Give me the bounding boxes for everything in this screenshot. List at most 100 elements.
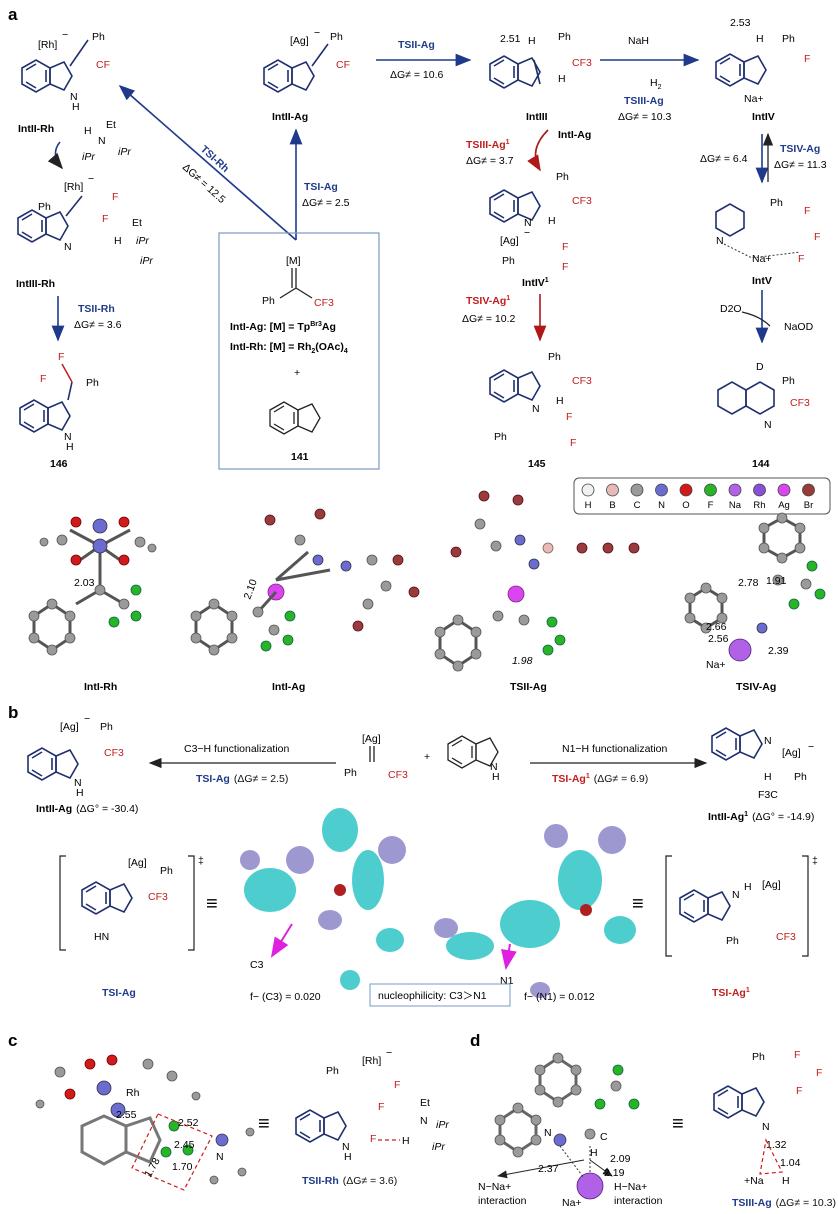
ts-name: TSII-Ag [398,39,435,51]
ipr-text: iPr [432,1141,445,1153]
panel-label-b: b [8,703,18,722]
f-text: F [814,231,820,243]
ipr-text: iPr [140,255,153,267]
cf3-text: CF3 [572,375,592,387]
distance: 1.04 [780,1157,801,1169]
ag-metal-text: [Ag] [290,35,309,47]
ts-dg: ΔG≠ = 11.3 [774,159,827,171]
distance: 2.09 [610,1153,631,1165]
ag-metal-text: [Ag] [362,733,381,745]
structure-intIV1: Ph CF3 H N [Ag] − Ph F F IntIV1 [489,171,592,289]
ph-text: Ph [558,31,571,43]
model-tsiii-ag: C N H 2.09 2.37 2.19 Na+ N−Na+ interacti… [478,1052,663,1209]
n-text: N [764,735,772,747]
ph-text: Ph [100,721,113,733]
legend-swatch-n [655,483,668,497]
h-text: H [556,395,564,407]
legend-swatch-c [630,483,644,497]
et-text: Et [106,119,116,131]
n-text: N [532,403,540,415]
n-text: N [64,431,72,443]
ipr-text: iPr [82,151,95,163]
panel-label-c: c [8,1031,17,1050]
label-144: 144 [752,458,770,470]
equiv-symbol: ≡ [632,893,644,915]
ph-text: Ph [92,31,105,43]
fukui-n1: f− (N1) = 0.012 [524,991,595,1003]
h-text: H [590,1147,598,1159]
legend-swatch-na [728,483,742,497]
label-intII-ag: IntII-Ag [272,111,308,123]
model-tsii-ag: 1.98 TSII-Ag [434,490,640,693]
distance: 1.70 [172,1161,193,1173]
legend-label-rh: Rh [753,500,765,511]
label-b-intII-ag: IntII-Ag(ΔG° = -30.4) [36,803,138,815]
f-text: F [370,1133,376,1145]
h-text: H [782,1175,790,1187]
legend-swatch-o [679,483,693,497]
charge: − [314,27,320,39]
legend-swatch-f [704,483,717,497]
ag-metal-text: [Ag] [60,721,79,733]
distance: 2.56 [708,633,729,645]
distance: 1.98 [512,655,533,667]
ag-metal-text: [Ag] [500,235,519,247]
fukui-c3: f− (C3) = 0.020 [250,991,321,1003]
distance: 2.39 [768,645,789,657]
ph-text: Ph [556,171,569,183]
ipr-text: iPr [136,235,149,247]
ts-name: TSII-Rh [78,303,115,315]
charge: − [524,227,530,239]
f-text: F [40,373,46,385]
model-intI-rh: 2.03 IntI-Rh [28,516,157,693]
ph-text: Ph [326,1065,339,1077]
equiv-symbol: ≡ [206,893,218,915]
f-text: F [562,241,568,253]
h-text: H [558,73,566,85]
distance: 1.91 [766,575,787,587]
n-text: N [74,777,82,789]
ph-text: Ph [502,255,515,267]
structure-d-tsiii-ag: Ph F F F N 1.32 1.04 +Na H TSIII-Ag(ΔG≠ … [713,1049,836,1209]
f-text: F [796,1085,802,1097]
structure-ts-left: [Ag] Ph CF3 HN ‡ TSI-Ag [59,855,204,999]
box-contents: [M] Ph CF3 IntI-Ag: [M] = TpBr3Ag IntI-R… [230,255,348,463]
n1-text: N1−H functionalization [562,743,668,755]
cf3-text: CF3 [314,297,334,309]
base-amine: H N Et iPr iPr [47,119,131,170]
ts-dg: ΔG≠ = 3.7 [466,155,514,167]
h-text: H [344,1151,352,1163]
distance: 2.66 [706,621,727,633]
f-text: F [816,1067,822,1079]
label-141: 141 [291,451,309,463]
structure-ts-right: N H [Ag] Ph CF3 ‡ TSI-Ag1 [665,855,818,999]
cf3-text: CF3 [790,397,810,409]
charge: − [88,173,94,185]
label-intV: IntV [752,275,772,287]
na-text: Na+ [752,253,772,265]
legend-swatch-h [581,483,595,497]
legend-label-na: Na [729,500,742,511]
rh-metal-text: [Rh] [38,39,57,51]
et-text: Et [132,217,142,229]
ts-name: TSIV-Ag1 [466,295,510,307]
et-text: Et [420,1097,430,1109]
label-intII-rh: IntII-Rh [18,123,54,135]
n-text: N [70,91,78,103]
na-text: Na+ [562,1197,582,1209]
legend-swatch-ag [777,483,791,497]
ts-dg: ΔG≠ = 2.5 [302,197,350,209]
n-text: N [764,419,772,431]
h-text: H [66,441,74,453]
naod-text: NaOD [784,321,814,333]
interaction-text: interaction [478,1195,527,1207]
equiv-symbol: ≡ [258,1113,270,1135]
nah-text: NaH [628,35,649,47]
d2o-text: D2O [720,303,742,315]
ph-text: Ph [782,375,795,387]
structure-146: F F Ph N H 146 [19,351,99,470]
h-text: H [528,35,536,47]
legend-label-n: N [658,500,665,511]
structure-intIV: 2.53 H Ph F Na+ IntIV [715,17,810,123]
